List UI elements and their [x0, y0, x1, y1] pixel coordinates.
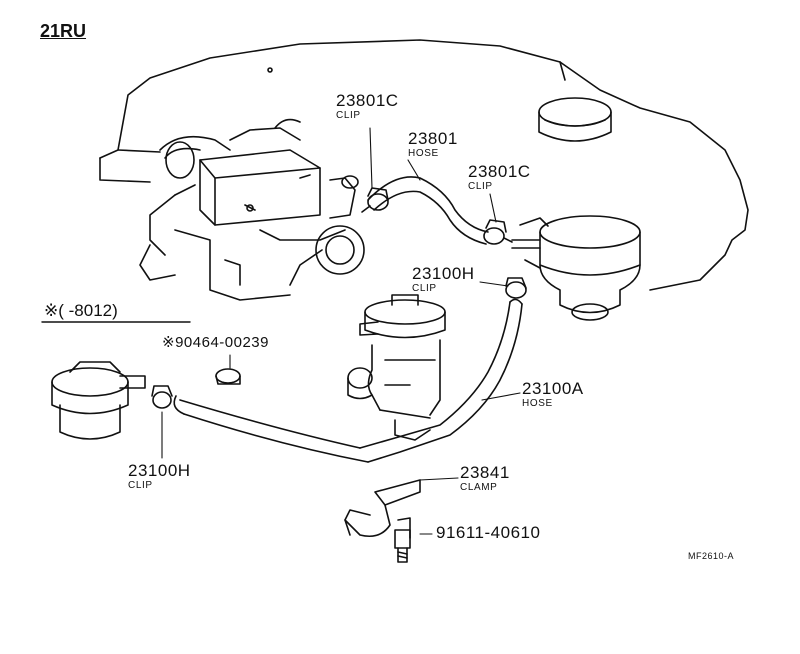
part-name: HOSE [522, 398, 553, 409]
filler-cap [538, 97, 612, 142]
callout-23801c-right: 23801C CLIP [468, 163, 531, 192]
leader-lines [161, 127, 521, 535]
upper-hose-23801 [361, 176, 513, 245]
fuel-filter-left [51, 361, 146, 440]
callout-23841: 23841 CLAMP [460, 464, 510, 493]
clip-23100h-upper [505, 277, 527, 299]
engine-housing-outline [99, 39, 749, 291]
callout-23801c-top: 23801C CLIP [336, 92, 399, 121]
callout-23100h-lower: 23100H CLIP [128, 462, 191, 491]
part-number: 23801C [336, 91, 399, 110]
hose-23100a [173, 298, 523, 463]
part-name: CLIP [412, 283, 437, 294]
part-name: HOSE [408, 148, 439, 159]
bolt-91611-40610 [394, 529, 411, 563]
callout-23801: 23801 HOSE [408, 130, 458, 159]
egr-valve-center [347, 294, 446, 441]
clip-23100h-lower [151, 385, 173, 409]
part-number: 23841 [460, 463, 510, 482]
callout-23100h-upper: 23100H CLIP [412, 265, 475, 294]
vacuum-valve-right [511, 215, 641, 321]
engine-code-header: 21RU [40, 21, 87, 41]
part-name: CLIP [468, 181, 493, 192]
part-number: 91611-40610 [436, 523, 541, 542]
part-name: CLIP [128, 480, 153, 491]
callout-91611-40610: 91611-40610 [436, 524, 540, 541]
clamp-23841 [344, 479, 421, 539]
figure-code: MF2610-A [688, 551, 735, 561]
part-number: 23100H [412, 264, 475, 283]
carburetor-assembly [139, 118, 365, 301]
part-number: 23801 [408, 129, 458, 148]
part-number: 23100H [128, 461, 191, 480]
callout-23100a: 23100A HOSE [522, 380, 584, 409]
part-number: ※90464-00239 [162, 334, 269, 351]
part-name: CLIP [336, 110, 361, 121]
callout-90464-00239: ※90464-00239 [162, 335, 269, 350]
part-name: CLAMP [460, 482, 498, 493]
clip-90464-00239 [215, 368, 241, 385]
serial-range-note: ※( -8012) [44, 301, 118, 320]
part-number: 23100A [522, 379, 584, 398]
part-number: 23801C [468, 162, 531, 181]
